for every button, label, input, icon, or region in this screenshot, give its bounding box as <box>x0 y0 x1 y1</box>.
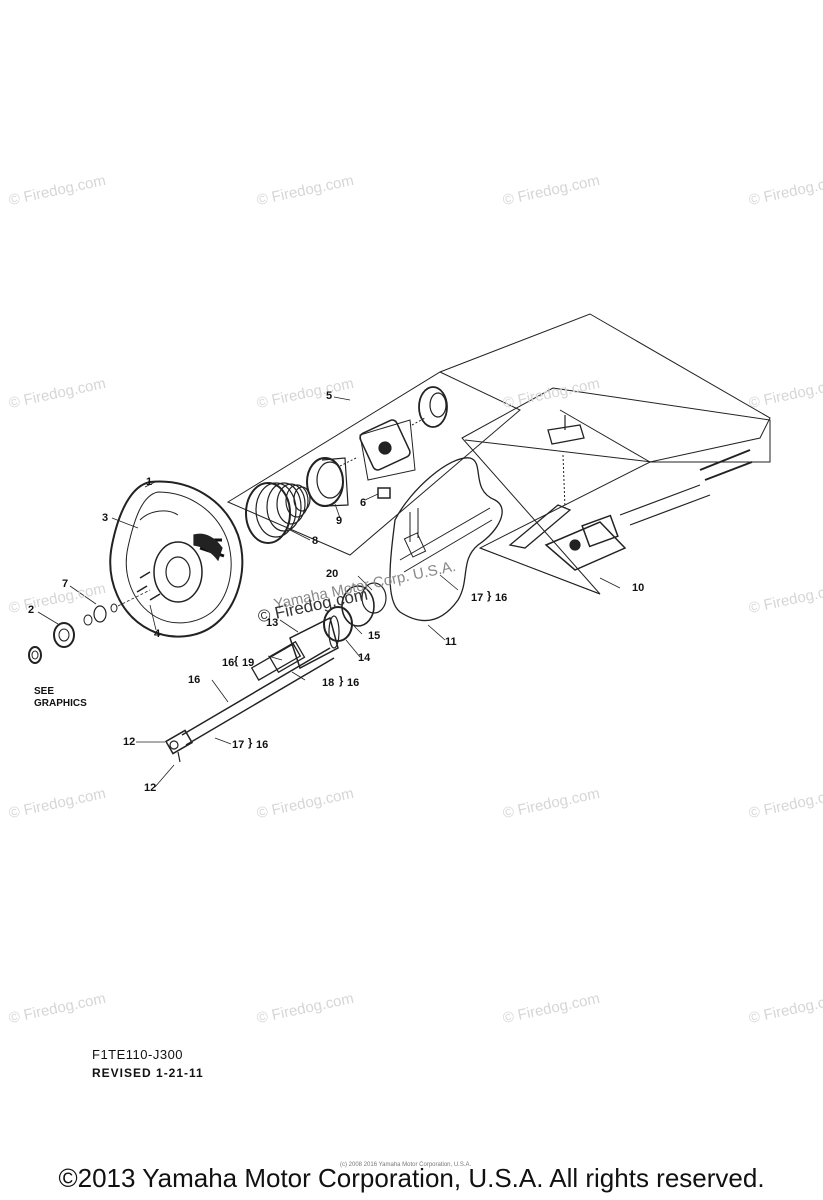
callout-11: 11 <box>445 636 457 648</box>
callout-18: 18 <box>322 677 335 689</box>
callout-15: 15 <box>368 630 381 642</box>
boot-part-15 <box>341 585 375 627</box>
copyright-footer: ©2013 Yamaha Motor Corporation, U.S.A. A… <box>58 1163 765 1193</box>
joint-part-12 <box>164 729 194 763</box>
steering-wheel-part <box>109 480 244 638</box>
callout-5: 5 <box>326 390 333 402</box>
callout-17-b: 17 <box>232 739 245 751</box>
revision-note: REVISED 1-21-11 <box>92 1066 204 1080</box>
callout-4: 4 <box>154 628 161 640</box>
outline-group-10 <box>461 387 771 595</box>
ring-part-9 <box>306 457 349 507</box>
callout-13: 13 <box>266 617 279 629</box>
cover-part-11 <box>389 457 503 622</box>
brace-18-16: } <box>339 675 344 687</box>
callout-20: 20 <box>326 568 339 580</box>
shaft-part-16 <box>181 640 335 746</box>
callout-16-a: 16 <box>222 657 235 669</box>
washer-part-7 <box>93 605 107 623</box>
see-graphics-note: SEE GRAPHICS <box>34 686 87 709</box>
brace-17-16-b: } <box>248 737 253 749</box>
callout-7: 7 <box>62 578 69 590</box>
tiny-credit: (c) 2008 2016 Yamaha Motor Corporation, … <box>340 1162 472 1168</box>
callout-17-a: 17 <box>471 592 484 604</box>
bolts-part-4 <box>136 571 161 601</box>
bracket-part-10 <box>508 415 753 571</box>
callout-19: 19 <box>242 657 255 669</box>
callout-12-a: 12 <box>123 736 136 748</box>
callout-10: 10 <box>632 582 645 594</box>
callout-1: 1 <box>146 476 153 488</box>
outline-group-5-leader <box>439 313 771 463</box>
leader-lines <box>37 396 621 788</box>
callout-3: 3 <box>102 512 109 524</box>
callout-8: 8 <box>312 535 319 547</box>
callout-16-e: 16 <box>256 739 269 751</box>
bellows-part-8 <box>245 482 311 544</box>
steering-column-part-5 <box>339 386 448 481</box>
callout-16-c: 16 <box>347 677 360 689</box>
outline-group-5 <box>226 371 521 556</box>
clip-part-6 <box>377 487 391 499</box>
callout-12-b: 12 <box>144 782 157 794</box>
callout-16-d: 16 <box>495 592 508 604</box>
nut-part-2 <box>53 622 75 648</box>
brace-17-16-a: } <box>487 590 492 602</box>
callout-14: 14 <box>358 652 371 664</box>
callout-6: 6 <box>360 497 367 509</box>
callout-2: 2 <box>28 604 35 616</box>
callout-16-b: 16 <box>188 674 201 686</box>
drawing-code: F1TE110-J300 <box>92 1047 184 1062</box>
callout-9: 9 <box>336 515 343 527</box>
brace-16-19: { <box>234 655 239 667</box>
emblem-see-graphics <box>28 646 42 664</box>
